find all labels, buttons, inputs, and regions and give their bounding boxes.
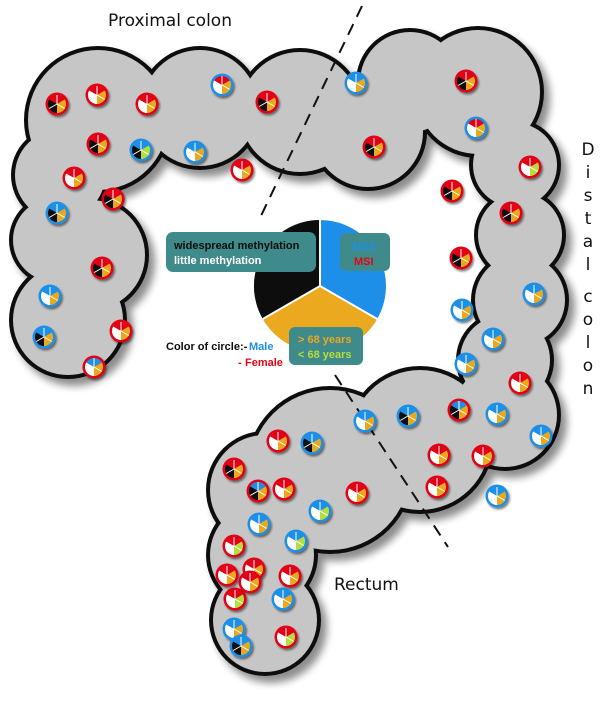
legend-age-over: > 68 years (298, 334, 352, 346)
legend-female: Female (245, 357, 283, 369)
methylation-legend-box (166, 232, 316, 272)
tumor-marker (135, 92, 159, 116)
distal-label-char: a (583, 232, 593, 252)
tumor-marker (450, 298, 474, 322)
tumor-marker (272, 477, 296, 501)
tumor-marker (222, 457, 246, 481)
tumor-marker (344, 71, 368, 95)
tumor-marker (222, 534, 246, 558)
tumor-marker (485, 402, 509, 426)
legend-msi: MSI (354, 256, 374, 268)
tumor-marker (464, 116, 488, 140)
legend-mss: MSS (352, 241, 376, 253)
tumor-markers (32, 69, 553, 658)
tumor-marker (308, 499, 332, 523)
tumor-marker (529, 424, 553, 448)
legend-female-dash: - (238, 357, 242, 369)
tumor-marker (362, 135, 386, 159)
tumor-marker (85, 83, 109, 107)
tumor-marker (129, 138, 153, 162)
legend-age-under: < 68 years (298, 349, 352, 361)
tumor-marker (109, 319, 133, 343)
tumor-marker (454, 69, 478, 93)
distal-label-char: l (586, 333, 591, 353)
legend-little-methylation: little methylation (174, 255, 262, 267)
tumor-marker (210, 73, 234, 97)
distal-label-char: o (583, 310, 593, 330)
tumor-marker (183, 140, 207, 164)
legend-circle-color-label: Color of circle:- (166, 341, 248, 353)
distal-label-char: t (585, 209, 592, 229)
distal-label-char: s (584, 186, 593, 206)
tumor-marker (278, 564, 302, 588)
distal-label-char: D (581, 140, 594, 160)
distal-label-char: n (583, 379, 594, 399)
tumor-marker (230, 158, 254, 182)
tumor-marker (255, 90, 279, 114)
tumor-marker (518, 155, 542, 179)
tumor-marker (499, 201, 523, 225)
tumor-marker (481, 327, 505, 351)
tumor-marker (238, 570, 262, 594)
distal-label-char: c (583, 287, 592, 307)
tumor-marker (471, 444, 495, 468)
tumor-marker (266, 429, 290, 453)
legend: widespread methylation little methylatio… (166, 219, 390, 369)
tumor-marker (485, 484, 509, 508)
distal-rectum-divider (334, 374, 449, 548)
tumor-marker (101, 187, 125, 211)
age-legend-box (289, 327, 363, 365)
tumor-marker (271, 587, 295, 611)
tumor-marker (82, 355, 106, 379)
tumor-marker (396, 404, 420, 428)
msi-legend-box (340, 233, 390, 271)
legend-male: Male (249, 341, 273, 353)
tumor-marker (449, 246, 473, 270)
tumor-marker (284, 529, 308, 553)
tumor-marker (345, 481, 369, 505)
tumor-marker (86, 132, 110, 156)
distal-label-char: l (586, 255, 591, 275)
tumor-marker (38, 284, 62, 308)
tumor-marker (440, 179, 464, 203)
rectum-label: Rectum (334, 575, 399, 595)
tumor-marker (223, 587, 247, 611)
tumor-marker (427, 443, 451, 467)
tumor-marker (447, 398, 471, 422)
tumor-marker (522, 282, 546, 306)
tumor-marker (454, 352, 478, 376)
tumor-marker (32, 325, 56, 349)
proximal-colon-label: Proximal colon (108, 11, 232, 31)
distal-label-char: o (583, 356, 593, 376)
tumor-marker (508, 371, 532, 395)
tumor-marker (62, 166, 86, 190)
tumor-marker (45, 92, 69, 116)
legend-widespread-methylation: widespread methylation (173, 240, 300, 252)
distal-label-char: i (586, 163, 591, 183)
tumor-marker (215, 563, 239, 587)
tumor-marker (353, 409, 377, 433)
tumor-marker (45, 201, 69, 225)
tumor-marker (274, 625, 298, 649)
tumor-marker (90, 256, 114, 280)
tumor-marker (246, 479, 270, 503)
tumor-marker (247, 512, 271, 536)
tumor-marker (229, 634, 253, 658)
tumor-marker (300, 431, 324, 455)
tumor-marker (425, 475, 449, 499)
